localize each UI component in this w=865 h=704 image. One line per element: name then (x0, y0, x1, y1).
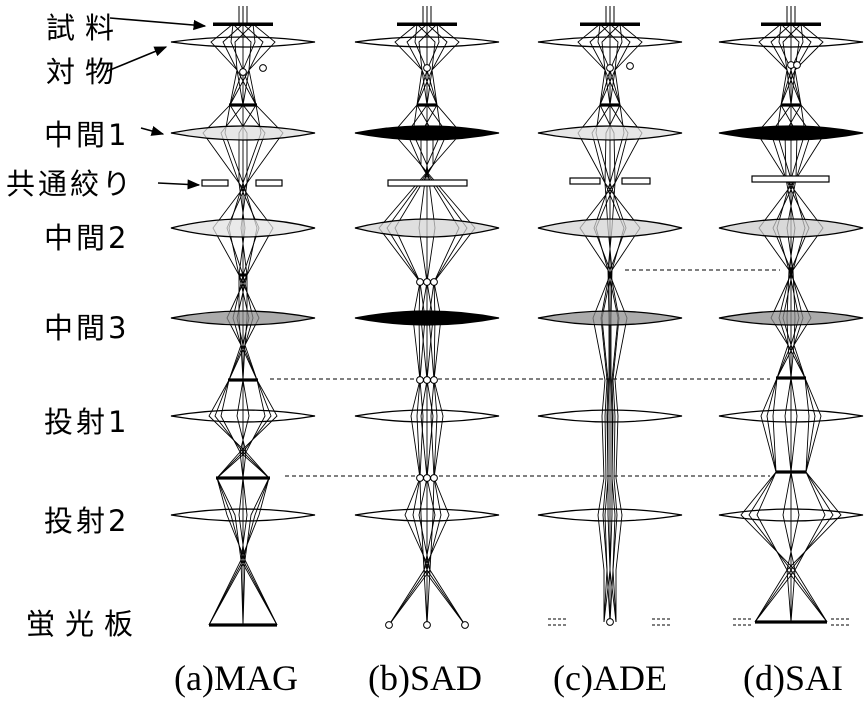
lens-intermediate3 (354, 310, 500, 326)
image-plane-bar (216, 476, 270, 480)
electron-ray (772, 23, 812, 623)
image-plane-bar (776, 470, 806, 474)
label-objective: 対物 (46, 55, 124, 89)
electron-ray (595, 23, 627, 623)
diffraction-spot (423, 621, 431, 629)
image-plane-bar (600, 103, 620, 107)
diffraction-spot (793, 61, 801, 69)
caption-ade: (c)ADE (553, 658, 667, 698)
lens-projector2 (718, 508, 864, 522)
column-mag (170, 6, 316, 627)
image-plane-bar (229, 103, 257, 107)
electron-ray (754, 23, 826, 623)
diffraction-spot (423, 474, 431, 482)
column-sai (718, 6, 864, 626)
electron-ray (754, 23, 842, 623)
specimen-bar (213, 22, 273, 26)
specimen-bar (397, 22, 457, 26)
lens-projector2 (170, 508, 316, 522)
lens-intermediate2 (718, 218, 864, 238)
aperture-plate (621, 177, 651, 185)
diffraction-spot (259, 64, 267, 72)
column-ade (537, 6, 683, 626)
aperture-plate (201, 179, 229, 187)
aperture-plate (751, 175, 830, 183)
lens-projector1 (537, 409, 683, 423)
diffraction-spot (423, 376, 431, 384)
label-aperture: 共通絞り (6, 167, 134, 201)
lens-projector1 (718, 409, 864, 423)
lens-intermediate1 (718, 125, 864, 141)
aperture-plate (387, 179, 468, 187)
lens-projector2 (354, 508, 500, 522)
image-plane-bar (228, 378, 258, 382)
lens-intermediate3 (170, 310, 316, 326)
label-projector1: 投射1 (44, 405, 129, 439)
lens-projector1 (354, 409, 500, 423)
lens-objective (354, 36, 500, 48)
ray-columns (170, 6, 864, 629)
lens-intermediate2 (170, 218, 316, 238)
lens-projector1 (170, 409, 316, 423)
lens-intermediate2 (354, 218, 500, 238)
label-intermediate1: 中間1 (44, 118, 129, 152)
electron-ray (599, 23, 643, 623)
diffraction-spot (423, 278, 431, 286)
diffraction-spot (385, 621, 393, 629)
diffraction-spot (430, 376, 438, 384)
label-specimen: 試料 (46, 11, 124, 45)
caption-sai: (d)SAI (743, 658, 843, 698)
crossover-dot (788, 267, 794, 273)
diffraction-spot (423, 64, 431, 72)
image-plane-bar (209, 623, 277, 627)
electron-ray (754, 23, 834, 623)
diffraction-spot (626, 62, 634, 70)
diffraction-spot (430, 474, 438, 482)
image-plane-bar (417, 103, 437, 107)
lens-intermediate3 (718, 310, 864, 326)
aperture-plate (569, 177, 601, 185)
diffraction-spot (606, 618, 614, 626)
label-intermediate2: 中間2 (44, 221, 129, 255)
lens-intermediate1 (170, 125, 316, 141)
lens-objective (537, 36, 683, 48)
diffraction-spot (239, 68, 247, 76)
arrow-objective (104, 46, 168, 73)
lens-intermediate2 (537, 218, 683, 238)
lens-intermediate1 (354, 125, 500, 141)
specimen-bar (580, 22, 640, 26)
electron-ray (740, 23, 828, 623)
aperture-plate (255, 179, 283, 187)
lens-objective (718, 36, 864, 48)
column-sad (354, 6, 500, 629)
image-plane-bar (781, 103, 801, 107)
lens-intermediate1 (537, 125, 683, 141)
label-intermediate3: 中間3 (44, 311, 129, 345)
diffraction-spot (606, 64, 614, 72)
diffraction-spot (416, 278, 424, 286)
label-screen: 蛍光板 (26, 607, 143, 641)
caption-mag: (a)MAG (174, 658, 298, 698)
label-projector2: 投射2 (44, 504, 129, 538)
image-plane-bar (776, 376, 806, 380)
image-plane-bar (239, 273, 247, 277)
lens-objective (170, 36, 316, 48)
diffraction-spot (416, 474, 424, 482)
diffraction-spot (416, 376, 424, 384)
electron-ray (577, 23, 641, 622)
arrow-specimen (109, 17, 207, 31)
lens-projector2 (537, 508, 683, 522)
diffraction-spot (430, 278, 438, 286)
image-plane-bar (755, 620, 827, 624)
electron-ray (770, 23, 810, 623)
arrow-intermediate1 (140, 126, 165, 136)
specimen-bar (761, 22, 821, 26)
arrow-aperture (157, 179, 201, 190)
diffraction-spot (461, 621, 469, 629)
caption-sad: (b)SAD (368, 658, 482, 698)
lens-intermediate3 (537, 310, 683, 326)
